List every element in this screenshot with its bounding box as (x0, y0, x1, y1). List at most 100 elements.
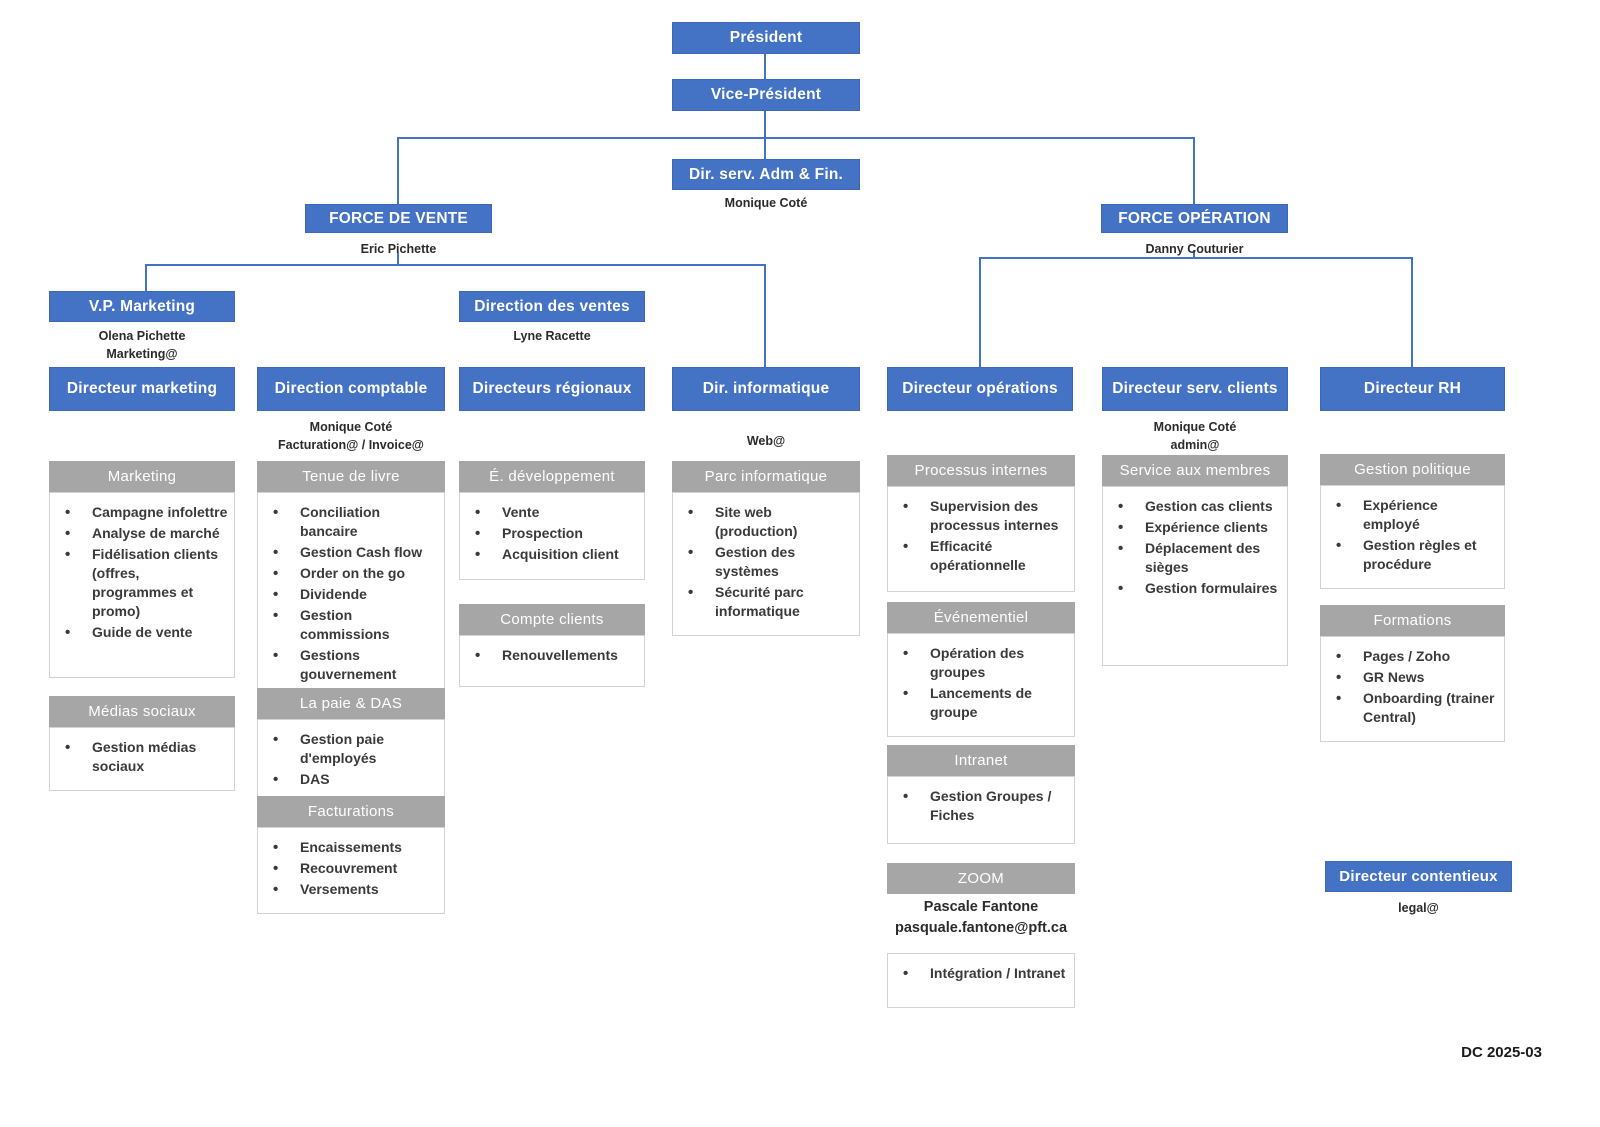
section-intranet-header: Intranet (887, 745, 1075, 776)
node-president: Président (672, 22, 860, 54)
connector-line (764, 54, 766, 79)
connector-line (397, 137, 399, 204)
node-vice-president: Vice-Président (672, 79, 860, 111)
list-item: Gestion règles et procédure (1333, 536, 1498, 574)
section-parc-informatique-list: Site web (production)Gestion des système… (672, 492, 860, 636)
connector-line (764, 111, 766, 138)
section-tenue-de-livre-header: Tenue de livre (257, 461, 445, 492)
list-item: Renouvellements (472, 646, 638, 665)
node-dir-serv-adm-fin: Dir. serv. Adm & Fin. (672, 159, 860, 190)
connector-line (1193, 250, 1195, 259)
section-service-aux-membres-list: Gestion cas clientsExpérience clientsDép… (1102, 486, 1288, 666)
section-medias-sociaux-list: Gestion médias sociaux (49, 727, 235, 791)
node-directeur-marketing: Directeur marketing (49, 367, 235, 411)
connector-line (397, 253, 399, 266)
node-direction-comptable-label: Direction comptable (274, 380, 428, 397)
person-force-de-vente: Eric Pichette (360, 242, 437, 256)
person-vp-marketing: Olena Pichette Marketing@ (98, 329, 186, 362)
section-marketing-header: Marketing (49, 461, 235, 492)
section-facturations-list: EncaissementsRecouvrementVersements (257, 827, 445, 914)
list-item: Expérience clients (1115, 518, 1281, 537)
person-dir-informatique: Web@ (746, 434, 786, 448)
connector-line (979, 257, 1413, 259)
section-intranet-list: Gestion Groupes / Fiches (887, 776, 1075, 844)
list-item: Recouvrement (270, 859, 438, 878)
connector-line (979, 257, 981, 368)
node-dir-serv-adm-fin-label: Dir. serv. Adm & Fin. (688, 165, 844, 183)
section-parc-informatique-header: Parc informatique (672, 461, 860, 492)
node-directeur-serv-clients-label: Directeur serv. clients (1112, 380, 1278, 397)
section-e-developpement-list: VenteProspectionAcquisition client (459, 492, 645, 580)
list-item: Déplacement des sièges (1115, 539, 1281, 577)
list-item: DAS (270, 770, 438, 789)
section-processus-internes-list: Supervision des processus internesEffica… (887, 486, 1075, 592)
list-item: Gestion des systèmes (685, 543, 853, 581)
list-item: Versements (270, 880, 438, 899)
section-evenementiel-list: Opération des groupesLancements de group… (887, 633, 1075, 737)
node-force-operation-label: FORCE OPÉRATION (1118, 209, 1271, 227)
list-item: Campagne infolettre (62, 503, 228, 522)
section-formations-header: Formations (1320, 605, 1505, 636)
person-adm-fin: Monique Coté (724, 196, 808, 210)
node-directeur-contentieux: Directeur contentieux (1325, 861, 1512, 892)
list-item: Expérience employé (1333, 496, 1498, 534)
list-item: Analyse de marché (62, 524, 228, 543)
section-la-paie-das-list: Gestion paie d'employésDAS (257, 719, 445, 804)
connector-line (145, 264, 766, 266)
node-dir-informatique: Dir. informatique (672, 367, 860, 411)
list-item: Pages / Zoho (1333, 647, 1498, 666)
section-zoom-list: Intégration / Intranet (887, 953, 1075, 1008)
list-item: Order on the go (270, 564, 438, 583)
node-force-de-vente-label: FORCE DE VENTE (329, 209, 468, 227)
list-item: Gestion cas clients (1115, 497, 1281, 516)
list-item: Onboarding (trainer Central) (1333, 689, 1498, 727)
list-item: Supervision des processus internes (900, 497, 1068, 535)
node-direction-des-ventes: Direction des ventes (459, 291, 645, 322)
node-vice-president-label: Vice-Président (710, 86, 822, 103)
list-item: Acquisition client (472, 545, 638, 564)
node-directeur-contentieux-label: Directeur contentieux (1339, 868, 1498, 885)
person-directeur-contentieux: legal@ (1398, 901, 1439, 915)
document-version: DC 2025-03 (1461, 1044, 1542, 1061)
section-formations-list: Pages / Zoho GR NewsOnboarding (trainer C… (1320, 636, 1505, 742)
list-item: Dividende (270, 585, 438, 604)
section-gestion-politique-header: Gestion politique (1320, 454, 1505, 485)
list-item: Site web (production) (685, 503, 853, 541)
node-direction-comptable: Direction comptable (257, 367, 445, 411)
person-direction-comptable: Monique Coté Facturation@ / Invoice@ (278, 420, 424, 453)
list-item: Efficacité opérationnelle (900, 537, 1068, 575)
node-directeurs-regionaux-label: Directeurs régionaux (472, 380, 632, 397)
section-gestion-politique-list: Expérience employéGestion règles et proc… (1320, 485, 1505, 589)
list-item: Conciliation bancaire (270, 503, 438, 541)
node-directeurs-regionaux: Directeurs régionaux (459, 367, 645, 411)
section-compte-clients-list: Renouvellements (459, 635, 645, 687)
section-medias-sociaux-header: Médias sociaux (49, 696, 235, 727)
person-directeur-serv-clients: Monique Coté admin@ (1153, 420, 1237, 453)
person-direction-des-ventes: Lyne Racette (513, 329, 591, 343)
node-directeur-operations-label: Directeur opérations (902, 380, 1058, 397)
section-e-developpement-header: É. développement (459, 461, 645, 492)
node-directeur-marketing-label: Directeur marketing (66, 380, 218, 397)
person-zoom-contact: Pascale Fantone pasquale.fantone@pft.ca (894, 899, 1068, 937)
list-item: Gestions gouvernement (270, 646, 438, 684)
connector-line (145, 264, 147, 292)
node-dir-informatique-label: Dir. informatique (702, 380, 830, 397)
section-compte-clients-header: Compte clients (459, 604, 645, 635)
connector-line (397, 137, 1195, 139)
node-directeur-rh: Directeur RH (1320, 367, 1505, 411)
list-item: Guide de vente (62, 623, 228, 642)
node-force-operation: FORCE OPÉRATION (1101, 204, 1288, 233)
list-item: Gestion Groupes / Fiches (900, 787, 1068, 825)
list-item: Intégration / Intranet (900, 964, 1068, 983)
node-directeur-serv-clients: Directeur serv. clients (1102, 367, 1288, 411)
list-item: GR News (1333, 668, 1498, 687)
list-item: Sécurité parc informatique (685, 583, 853, 621)
section-tenue-de-livre-list: Conciliation bancaireGestion Cash flowOr… (257, 492, 445, 699)
node-force-de-vente: FORCE DE VENTE (305, 204, 492, 233)
list-item: Opération des groupes (900, 644, 1068, 682)
node-directeur-rh-label: Directeur RH (1363, 380, 1462, 397)
list-item: Gestion médias sociaux (62, 738, 228, 776)
list-item: Gestion formulaires (1115, 579, 1281, 598)
section-marketing-list: Campagne infolettreAnalyse de marchéFidé… (49, 492, 235, 678)
